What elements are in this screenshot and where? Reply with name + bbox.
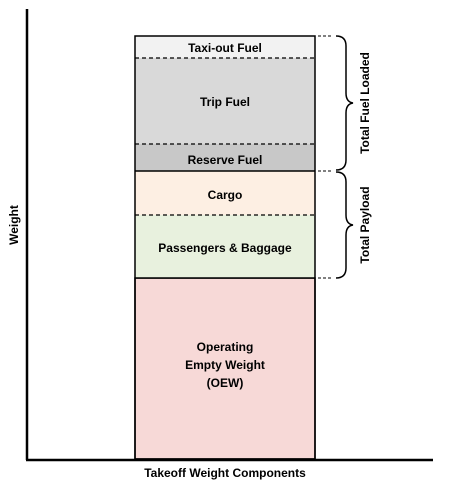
segment-passengers-baggage — [135, 215, 315, 278]
label-oew-line1: Operating — [197, 340, 254, 354]
segment-trip-fuel — [135, 58, 315, 144]
label-total-payload: Total Payload — [358, 186, 372, 263]
label-oew-line2: Empty Weight — [185, 358, 265, 372]
y-axis-label: Weight — [7, 205, 21, 245]
column-outline — [134, 35, 316, 460]
label-total-fuel-loaded: Total Fuel Loaded — [358, 52, 372, 154]
label-reserve-fuel: Reserve Fuel — [188, 153, 263, 167]
segment-cargo — [135, 171, 315, 215]
segment-reserve-fuel — [135, 144, 315, 171]
x-axis-label: Takeoff Weight Components — [144, 466, 306, 480]
fuel-brace — [335, 35, 354, 171]
label-taxi-out-fuel: Taxi-out Fuel — [188, 41, 262, 55]
segment-taxi-out-fuel — [135, 36, 315, 58]
label-passengers-baggage: Passengers & Baggage — [158, 241, 292, 255]
label-oew-line3: (OEW) — [207, 376, 244, 390]
label-trip-fuel: Trip Fuel — [200, 95, 250, 109]
payload-brace — [335, 171, 354, 279]
label-cargo: Cargo — [208, 188, 243, 202]
